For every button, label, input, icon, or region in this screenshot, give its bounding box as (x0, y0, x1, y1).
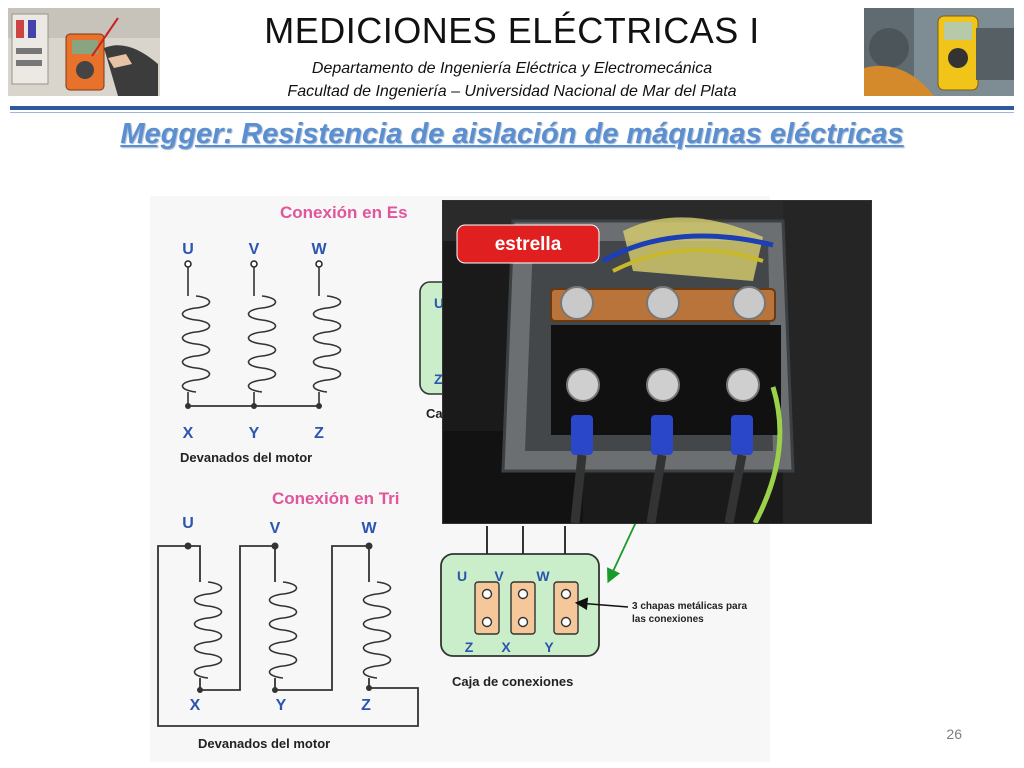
insulation-tester-photo (864, 8, 1014, 96)
plates-arrow (574, 597, 629, 611)
star-winding-w (312, 260, 342, 406)
delta-caption: Devanados del motor (198, 736, 330, 751)
terminal-box: U V W Z X Y (440, 526, 600, 657)
box-top-w: W (536, 568, 550, 584)
multimeter-photo-icon (8, 8, 160, 96)
slide-title: Megger: Resistencia de aislación de máqu… (120, 118, 904, 150)
star-bottom-x: X (183, 425, 194, 442)
box-top-u: U (457, 568, 467, 584)
insulation-tester-photo-icon (864, 8, 1014, 96)
page-number: 26 (946, 726, 962, 742)
faculty-subtitle: Facultad de Ingeniería – Universidad Nac… (287, 83, 737, 100)
box-top-v: V (494, 568, 504, 584)
star-neutral-bar (185, 403, 322, 409)
delta-top-w: W (361, 520, 377, 537)
motor-terminal-photo-icon: estrella (443, 201, 871, 523)
header-divider-thin (10, 112, 1014, 113)
star-top-v: V (249, 241, 260, 258)
box-bottom-y: Y (544, 639, 554, 655)
delta-heading: Conexión en Tri (272, 489, 400, 508)
box-plate-3 (553, 581, 579, 635)
delta-wiring (157, 545, 419, 727)
star-top-w: W (311, 241, 327, 258)
star-bottom-z: Z (314, 425, 324, 442)
motor-terminal-photo: estrella (442, 200, 872, 524)
box-plate-1 (474, 581, 500, 635)
delta-top-v: V (270, 520, 281, 537)
box-plate-2 (510, 581, 536, 635)
star-heading: Conexión en Es (280, 203, 408, 222)
plates-label-line1: 3 chapas metálicas para (632, 601, 748, 612)
star-caption: Devanados del motor (180, 450, 312, 465)
star-top-u: U (182, 241, 194, 258)
header-title: MEDICIONES ELÉCTRICAS I (264, 10, 760, 51)
star-box-u: U (434, 295, 444, 311)
delta-bottom-z: Z (361, 697, 371, 714)
star-winding-u (181, 260, 211, 406)
plates-label-line2: las conexiones (632, 614, 704, 625)
department-subtitle: Departamento de Ingeniería Eléctrica y E… (311, 60, 713, 77)
header-divider (10, 106, 1014, 110)
star-box-caption: Ca (426, 406, 443, 421)
delta-top-u: U (182, 515, 194, 532)
delta-terminal-dots (184, 542, 373, 693)
photo-badge-estrella: estrella (495, 234, 562, 255)
multimeter-photo (8, 8, 160, 96)
star-bottom-y: Y (249, 425, 260, 442)
photo-pointer-arrow (607, 521, 637, 584)
box-bottom-z: Z (465, 639, 474, 655)
box-bottom-x: X (501, 639, 511, 655)
star-box-z: Z (434, 371, 443, 387)
box-caption: Caja de conexiones (452, 674, 573, 689)
delta-bottom-x: X (190, 697, 201, 714)
delta-bottom-y: Y (276, 697, 287, 714)
